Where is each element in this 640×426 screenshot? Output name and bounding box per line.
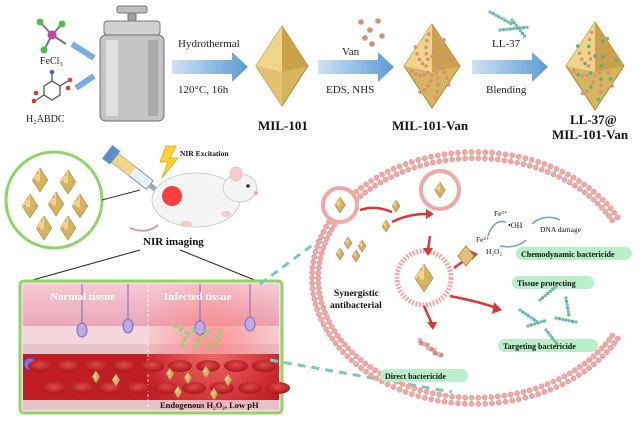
fecl3-label: FeCl₃ <box>40 56 63 67</box>
red-blood-cell <box>98 382 122 394</box>
reagent-arrow-bottom <box>76 76 94 88</box>
red-blood-cell <box>266 382 290 394</box>
fenton-arrow-up <box>488 222 506 236</box>
h2o2-label: H₂O₂ <box>486 247 502 256</box>
ll37-mil101-van-octahedron-icon <box>566 22 624 110</box>
tissue-panel: Normal tissue Infected tissue Endogenous… <box>20 281 290 413</box>
red-blood-cell <box>126 382 150 394</box>
free-octahedron <box>392 200 400 212</box>
red-blood-cell <box>28 360 52 372</box>
red-blood-cell <box>112 360 136 372</box>
mil101-octahedron-icon <box>256 26 308 106</box>
peptide-chain <box>498 26 528 32</box>
autoclave-reactor-icon <box>100 6 164 121</box>
van-molecule-dots <box>358 18 385 47</box>
step3-reagent: LL-37 <box>492 38 521 50</box>
step2-reagent: Van <box>342 46 360 58</box>
red-blood-cell <box>238 382 262 394</box>
mouse-icon <box>130 167 258 231</box>
final-product-label-line1: LL-37@ <box>570 112 617 127</box>
peptide-chain <box>488 10 512 25</box>
reagent-arrow-top <box>72 44 94 58</box>
fenton-arrow-side <box>500 240 526 247</box>
free-octahedron <box>352 250 360 262</box>
released-peptides <box>518 285 577 345</box>
bacterium-panel: Fe³⁺ Fe²⁺ H₂O₂ •OH DNA damage Chemodynam… <box>309 149 632 406</box>
infected-tissue-label: Infected tissue <box>164 291 232 303</box>
final-product-label-line2: MIL-101-Van <box>552 127 629 142</box>
mil101-label: MIL-101 <box>258 118 308 133</box>
nir-excitation-label: NIR Excitation <box>180 149 229 158</box>
mil101-van-label: MIL-101-Van <box>392 118 469 133</box>
step1-condition: Hydrothermal <box>178 38 240 50</box>
step1-temperature: 120°C, 16h <box>178 84 229 96</box>
red-blood-cell <box>42 382 66 394</box>
red-blood-cell <box>84 360 108 372</box>
peptide-chain <box>564 296 570 316</box>
nir-hotspot <box>162 186 182 206</box>
free-octahedron <box>358 240 366 252</box>
mil101-van-octahedron-icon <box>404 24 460 108</box>
synergistic-label-line1: Synergistic <box>334 289 379 299</box>
fe2-label: Fe²⁺ <box>476 235 490 244</box>
chemodynamic-label: Chemodynamic bactericide <box>521 250 615 259</box>
synthesis-row: FeCl₃ H₂ABDC Hydrothermal <box>26 6 629 142</box>
free-octahedron <box>336 248 344 260</box>
tissue-protecting-label: Tissue protecting <box>517 279 576 288</box>
oh-radical-label: •OH <box>508 221 523 230</box>
red-blood-cell <box>224 360 248 372</box>
fecl3-molecule-icon <box>37 19 67 54</box>
imaging-panel: NIR Excitation NIR imaging <box>6 145 258 248</box>
zoom-line-left <box>22 250 140 283</box>
red-blood-cell <box>182 382 206 394</box>
free-octahedron <box>344 237 352 249</box>
dna-arrow <box>532 217 560 224</box>
peptide-chain <box>554 316 577 323</box>
targeting-label: Targeting bactericide <box>503 342 576 351</box>
step3-process: Blending <box>486 84 527 96</box>
dna-damage-label: DNA damage <box>540 225 582 234</box>
ll37-peptide-icon <box>488 10 528 37</box>
synergistic-label-line2: antibacterial <box>330 301 382 311</box>
zoom-line-right <box>180 250 262 283</box>
blending-arrow <box>472 52 548 82</box>
tissue-conditions-label: Endogenous H₂O₂, Low pH <box>160 400 259 410</box>
normal-tissue-label: Normal tissue <box>50 291 115 303</box>
h2abdc-molecule-icon <box>32 70 73 104</box>
nir-imaging-label: NIR imaging <box>143 236 204 248</box>
red-blood-cell <box>56 360 80 372</box>
h2abdc-label: H₂ABDC <box>26 114 65 125</box>
red-blood-cell <box>140 360 164 372</box>
free-octahedron <box>382 220 390 232</box>
fe3-label: Fe³⁺ <box>494 209 508 218</box>
direct-label: Direct bactericide <box>385 372 446 381</box>
peptide-chain <box>518 308 538 323</box>
hydrothermal-arrow <box>172 52 248 82</box>
step2-coupling: EDS, NHS <box>326 84 374 96</box>
nir-lightning-icon <box>160 146 178 178</box>
bacterial-debris <box>418 338 444 358</box>
red-blood-cell <box>70 382 94 394</box>
